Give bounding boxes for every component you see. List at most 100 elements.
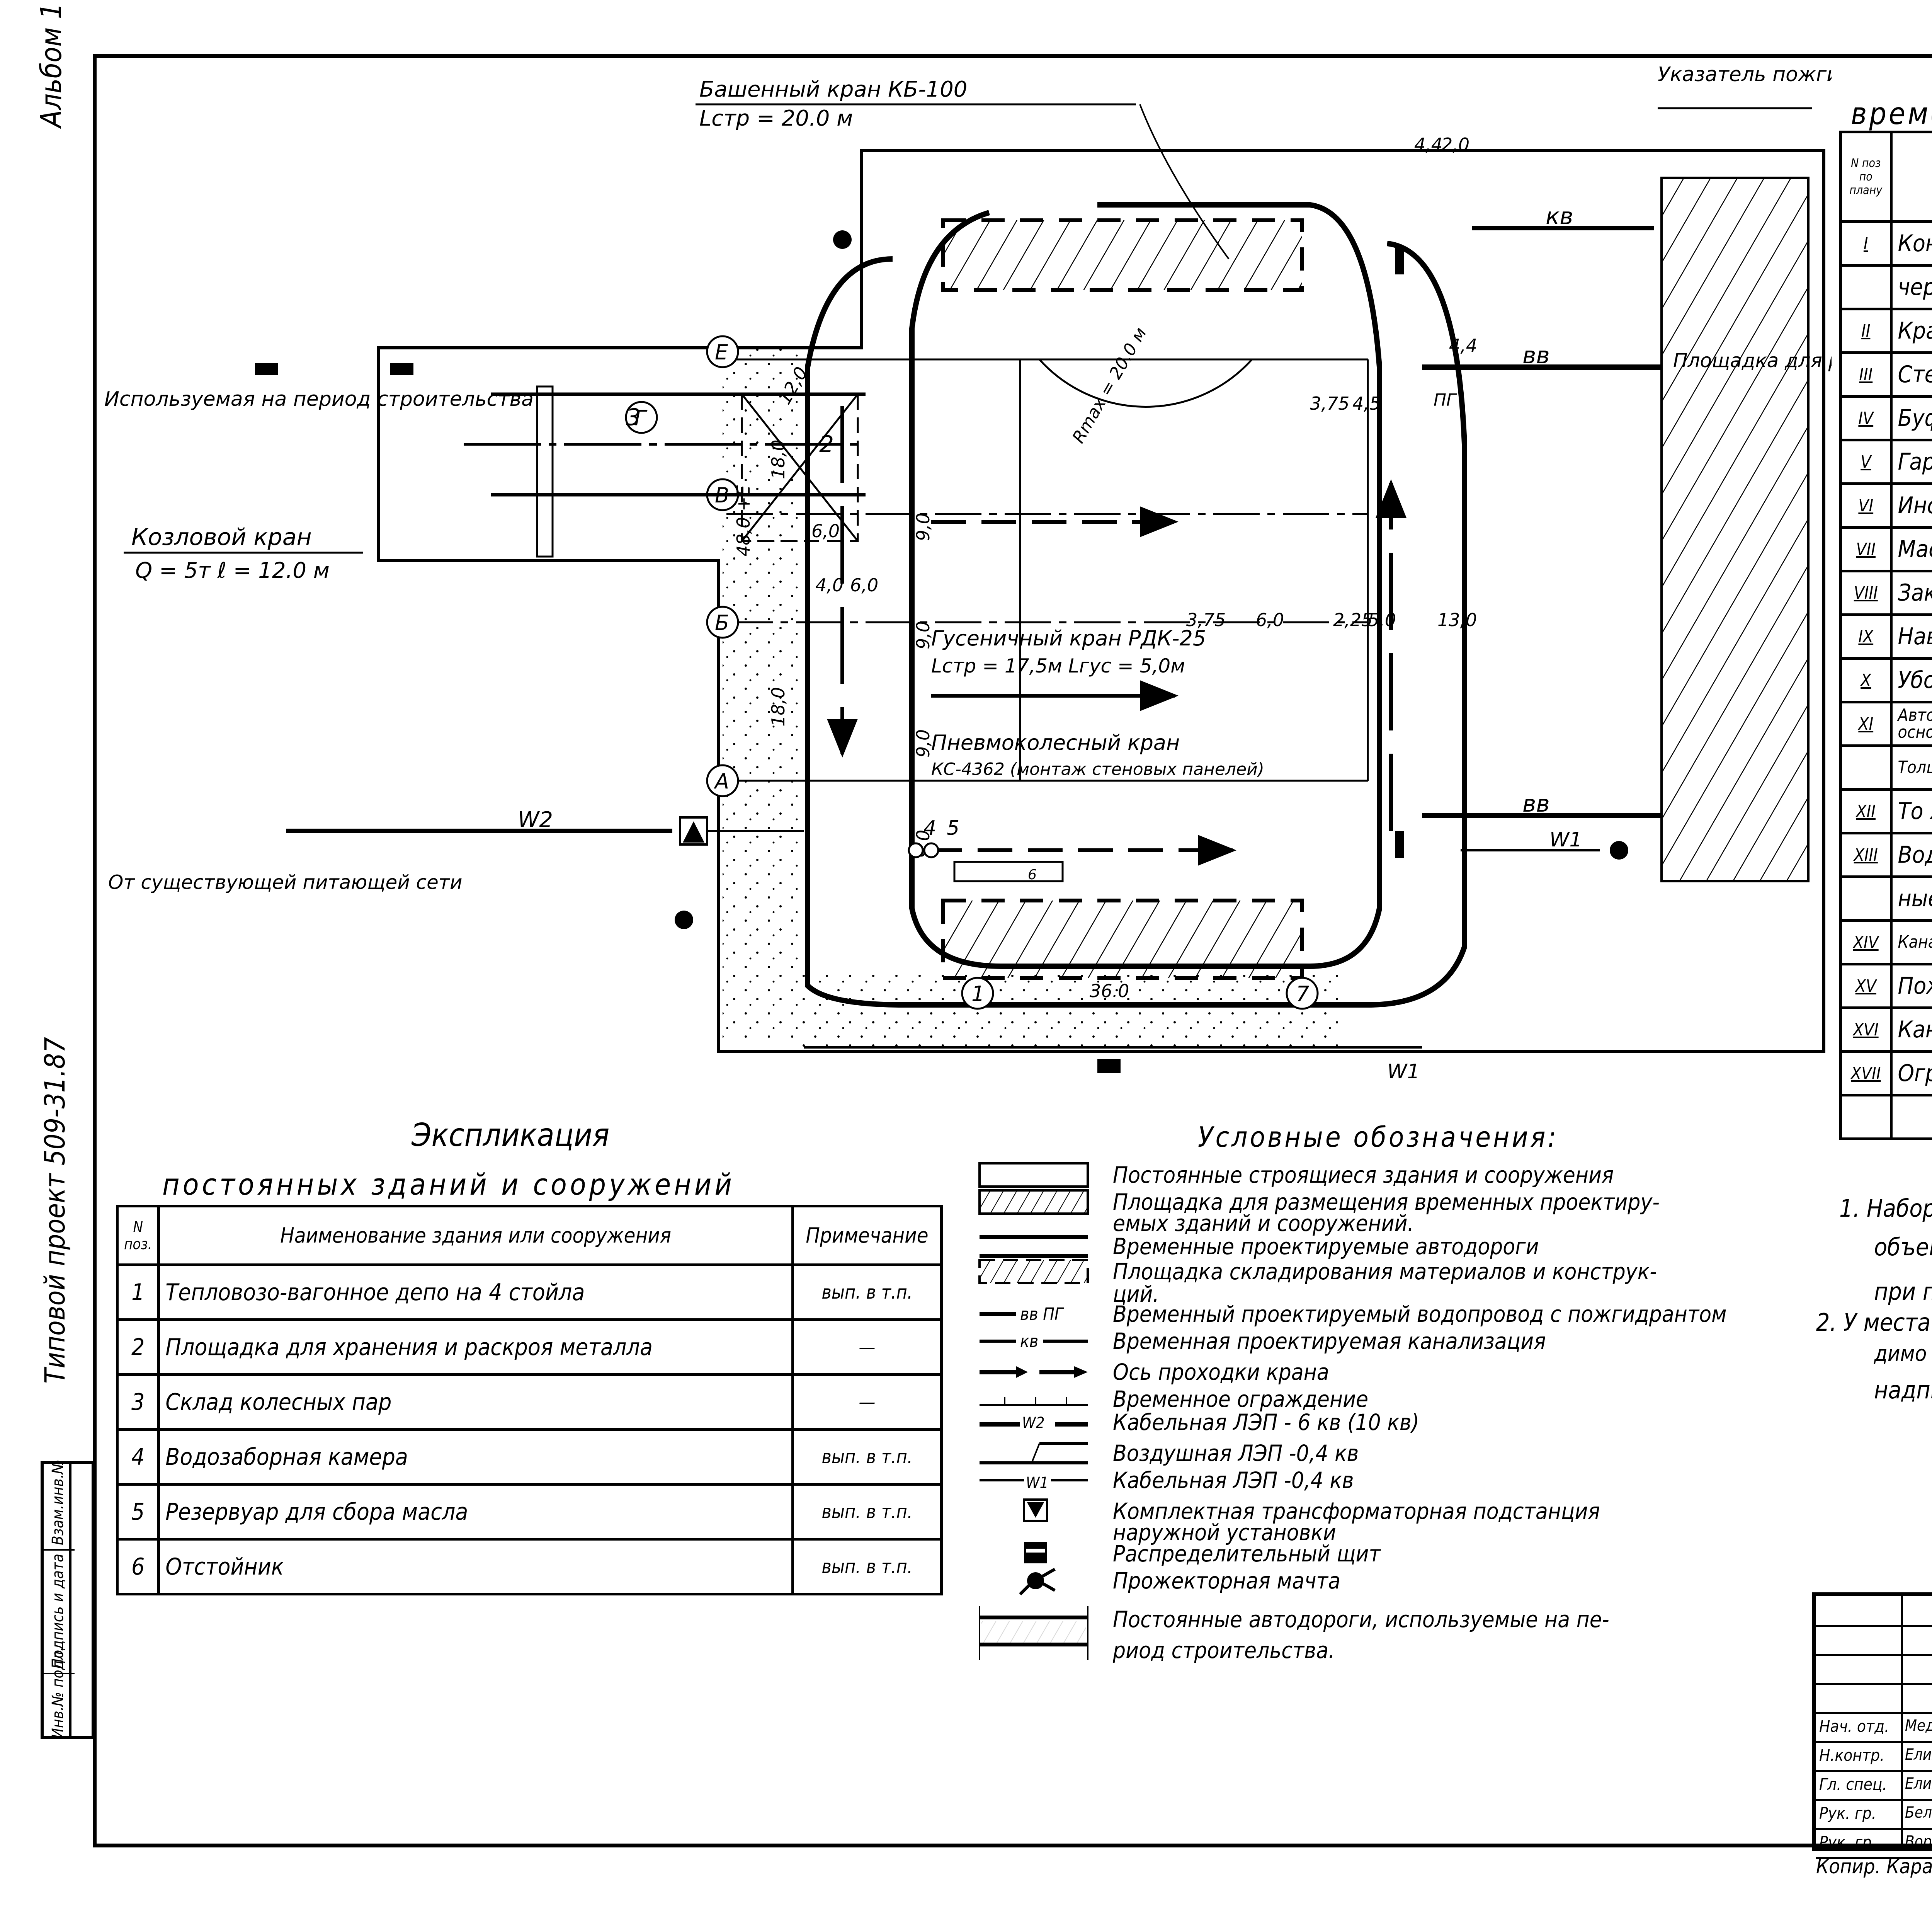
cell-name: Ограждение [1889,1050,1932,1096]
svg-text:13,0: 13,0 [1437,609,1477,630]
water-line-label: вв [1522,790,1550,817]
legend-item-label: емых зданий и сооружений. [1113,1210,1414,1236]
svg-text:9,0: 9,0 [913,621,934,649]
cell-name: Резервуар для сбора масла [157,1483,794,1541]
position-3: 3 [626,404,641,431]
cell-pos: 1 [116,1263,160,1321]
table-row: Толщ. 0.20 м по трассе постоянных автодо… [1839,744,1932,791]
cell-pos: 6 [116,1538,160,1595]
legend-symbol-perm-road-icon [979,1606,1088,1660]
temporary-road-loop [805,202,1467,1008]
svg-text:2,0: 2,0 [1441,134,1469,155]
table-row: IIКрасный уголок//1ГОСС – КУ [1839,308,1932,354]
crane-radius-label: Rmax = 20.0 м [1068,324,1150,447]
svg-text:36.0: 36.0 [1090,981,1129,1001]
svg-text:3,75: 3,75 [1186,609,1226,630]
signature-name: Елизов [1905,1746,1932,1764]
cell-pos: IX [1839,613,1893,660]
table-row: VГардеробные//4ГОСС–Г–14 [1839,439,1932,485]
cell-pos: XIV [1839,919,1893,965]
cell-name: Инструментальная кладовая [1889,482,1932,529]
explication-title: Экспликация [412,1117,610,1154]
cell-name: Водозаборная камера [157,1428,794,1486]
transformer-substation [679,816,708,846]
site-plan: Башенный кран КБ-100 Lстр = 20.0 м Указа… [104,63,1832,1083]
pneumatic-crane-label: Пневмоколесный кран [931,730,1180,755]
cell-pos: II [1839,308,1893,354]
table-row: VIIIЗакрытый склад.//1 [1839,570,1932,616]
left-margin-stamp: Взам.инв.№ Подпись и дата Инв.№ подл. [41,1460,95,1739]
grid-line [1816,1654,1932,1656]
cell-note: вып. в т.п. [791,1428,943,1486]
svg-text:3,75: 3,75 [1310,393,1349,414]
cell-name: То же, по временной трассе [1889,788,1932,834]
cell-note: — [791,1318,943,1376]
grid-line [1901,1596,1903,1847]
svg-text:4,4: 4,4 [1414,134,1442,155]
cell-name: Закрытый склад. [1889,570,1932,616]
cell-pos: XII [1839,788,1893,834]
svg-text:4,4: 4,4 [1449,335,1477,356]
grid-line [1816,1799,1932,1801]
explication-subtitle: постоянных зданий и сооружений [162,1167,735,1202]
cell-name: Канализационные колодцы d=1000 мм. [1889,1006,1932,1053]
power-cable-lines [286,829,1600,1049]
grid-line [1816,1857,1932,1859]
signature-name: Медведский [1905,1717,1932,1735]
svg-text:4,0: 4,0 [815,575,844,596]
cell-pos [1839,264,1893,310]
from-existing-net-label: От существующей питающей сети [108,871,462,894]
signature-role: Гл. спец. [1819,1775,1887,1794]
legend-item-label: Постоянные автодороги, используемые на п… [1113,1606,1609,1633]
water-supply-line [1422,364,1662,818]
cell-name: Стенд показателей [1889,351,1932,398]
tower-crane-callout: Башенный кран КБ-100 Lстр = 20.0 м [696,77,1230,260]
svg-text:9,0: 9,0 [913,729,934,758]
stamp-column [44,1464,71,1736]
axis-7: 7 [1286,977,1319,1010]
table-row: XУборная на 2 очкашт1494–4–13 [1839,657,1932,703]
cell-name: Уборная на 2 очка [1889,657,1932,703]
table-header-row: N поз. Наименование здания или сооружени… [116,1205,943,1266]
legend-item-label: Прожекторная мачта [1113,1568,1340,1594]
used-during-construction-label: Используемая на период строительства [104,388,534,411]
cell-name: чера. (штаб строительства) [1889,264,1932,310]
legend-item-label: Воздушная ЛЭП -0,4 кв [1113,1440,1359,1466]
sheet-frame [93,54,1932,1847]
hydrant-pointer-callout: Указатель пожгидранта [1658,63,1832,109]
table-row: IКонтора начальника участка и диспет-шт.… [1839,220,1932,267]
table-row: VIIМастерская инструментальная//1ОП-6АП-… [1839,526,1932,572]
temporary-town-area [1660,177,1810,882]
axis-B: Б [706,606,739,639]
table-header-row: N поз по плану Наименование Ед. изм. Кол… [1839,131,1932,223]
crawler-crane-label: Гусеничный кран РДК-25 [931,626,1206,650]
legend-item-label: Временные проектируемые автодороги [1113,1233,1539,1260]
cell-name: Буфет на 8 посадочных мест [1889,395,1932,441]
cell-note: вып. в т.п. [791,1483,943,1541]
table-row: XVПожарные гидрантышт. [1839,963,1932,1009]
grid-line [1816,1828,1932,1830]
svg-text:кв: кв [1020,1331,1038,1351]
typical-project-label: Типовой проект 509-31.87 [39,1037,71,1384]
legend-symbol-cable-6kv-icon: W2 [980,1414,1088,1432]
cell-name: Автодороги с плитным покрытием толщ. 0,2… [1889,701,1932,747]
table-row: IIIСтенд показателей//1 [1839,351,1932,398]
cell-pos: III [1839,351,1893,398]
svg-text:9,0: 9,0 [913,513,934,541]
table-row: VIИнструментальная кладовая//11129 –К [1839,482,1932,529]
cell-pos: 3 [116,1373,160,1431]
crawler-crane-params: Lстр = 17,5м Lгус = 5,0м [931,655,1185,677]
note-line: при привязке проекта. [1874,1277,1932,1306]
note-line: димо установить указатель по ГОСТ 12.4.0… [1874,1341,1932,1366]
legend-symbol-cable-04kv-icon: W1 [980,1474,1088,1492]
legend-item-label: Ось проходки крана [1113,1359,1329,1385]
note-line: 2. У места расположения пожарного гидран… [1816,1308,1932,1336]
stamp-label: Инв.№ подл. [49,1647,67,1738]
table-row: IXНавес//1 [1839,613,1932,660]
cell-name [1889,1094,1932,1140]
cell-name: Склад колесных пар [157,1373,794,1431]
cell-pos [1839,875,1893,922]
cell-pos: X [1839,657,1893,703]
